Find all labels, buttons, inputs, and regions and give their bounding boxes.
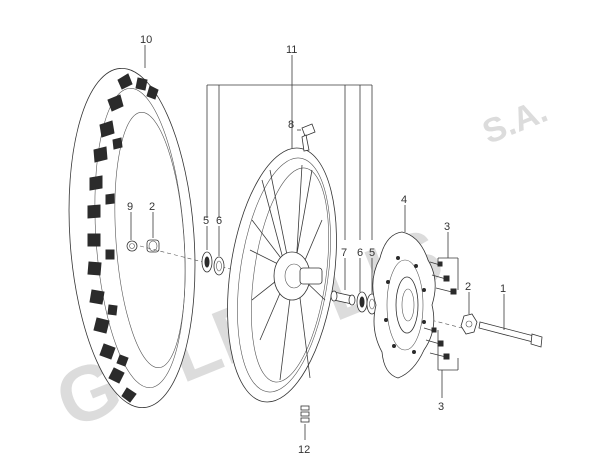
callout-8: 8: [288, 119, 294, 131]
rim: [227, 123, 337, 403]
watermark-suffix-group: S.A.: [477, 92, 553, 152]
callout-2-right: 2: [465, 281, 471, 293]
callout-3-upper: 3: [444, 221, 450, 233]
callout-4: 4: [401, 194, 407, 206]
callout-2-left: 2: [149, 201, 155, 213]
bearing-6-left: [213, 256, 225, 276]
tire-tread: [87, 73, 159, 403]
tire: [68, 67, 196, 409]
callout-6-left: 6: [216, 215, 222, 227]
callout-12: 12: [298, 444, 310, 456]
callout-7: 7: [341, 247, 347, 259]
bearing-5-left: [201, 251, 213, 273]
disc-bolts-upper: [429, 261, 457, 295]
watermark-suffix: S.A.: [477, 92, 553, 152]
balance-weights-12: [300, 405, 310, 423]
callout-1: 1: [500, 283, 506, 295]
callout-5-left: 5: [203, 215, 209, 227]
spacer-7: [330, 290, 356, 306]
tire-bearing-2: [146, 239, 160, 253]
bearing-6-right: [356, 291, 368, 313]
disc-holes: [384, 256, 426, 354]
tire-spacer-9: [126, 240, 138, 252]
callout-6-right: 6: [357, 247, 363, 259]
valve-8: [301, 123, 316, 152]
axle-1: [478, 321, 543, 348]
callout-11: 11: [286, 44, 297, 56]
callout-labels: 10 11 8 9 2 5 6 7 6 5 4 3 2 1 3 12: [127, 34, 506, 456]
callout-5-right: 5: [369, 247, 375, 259]
callout-10: 10: [140, 34, 152, 46]
brake-disc-4: [372, 231, 436, 379]
leader-lines: [130, 45, 505, 440]
callout-3-lower: 3: [438, 401, 444, 413]
axle-nut-2: [460, 313, 478, 335]
callout-9: 9: [127, 201, 133, 213]
